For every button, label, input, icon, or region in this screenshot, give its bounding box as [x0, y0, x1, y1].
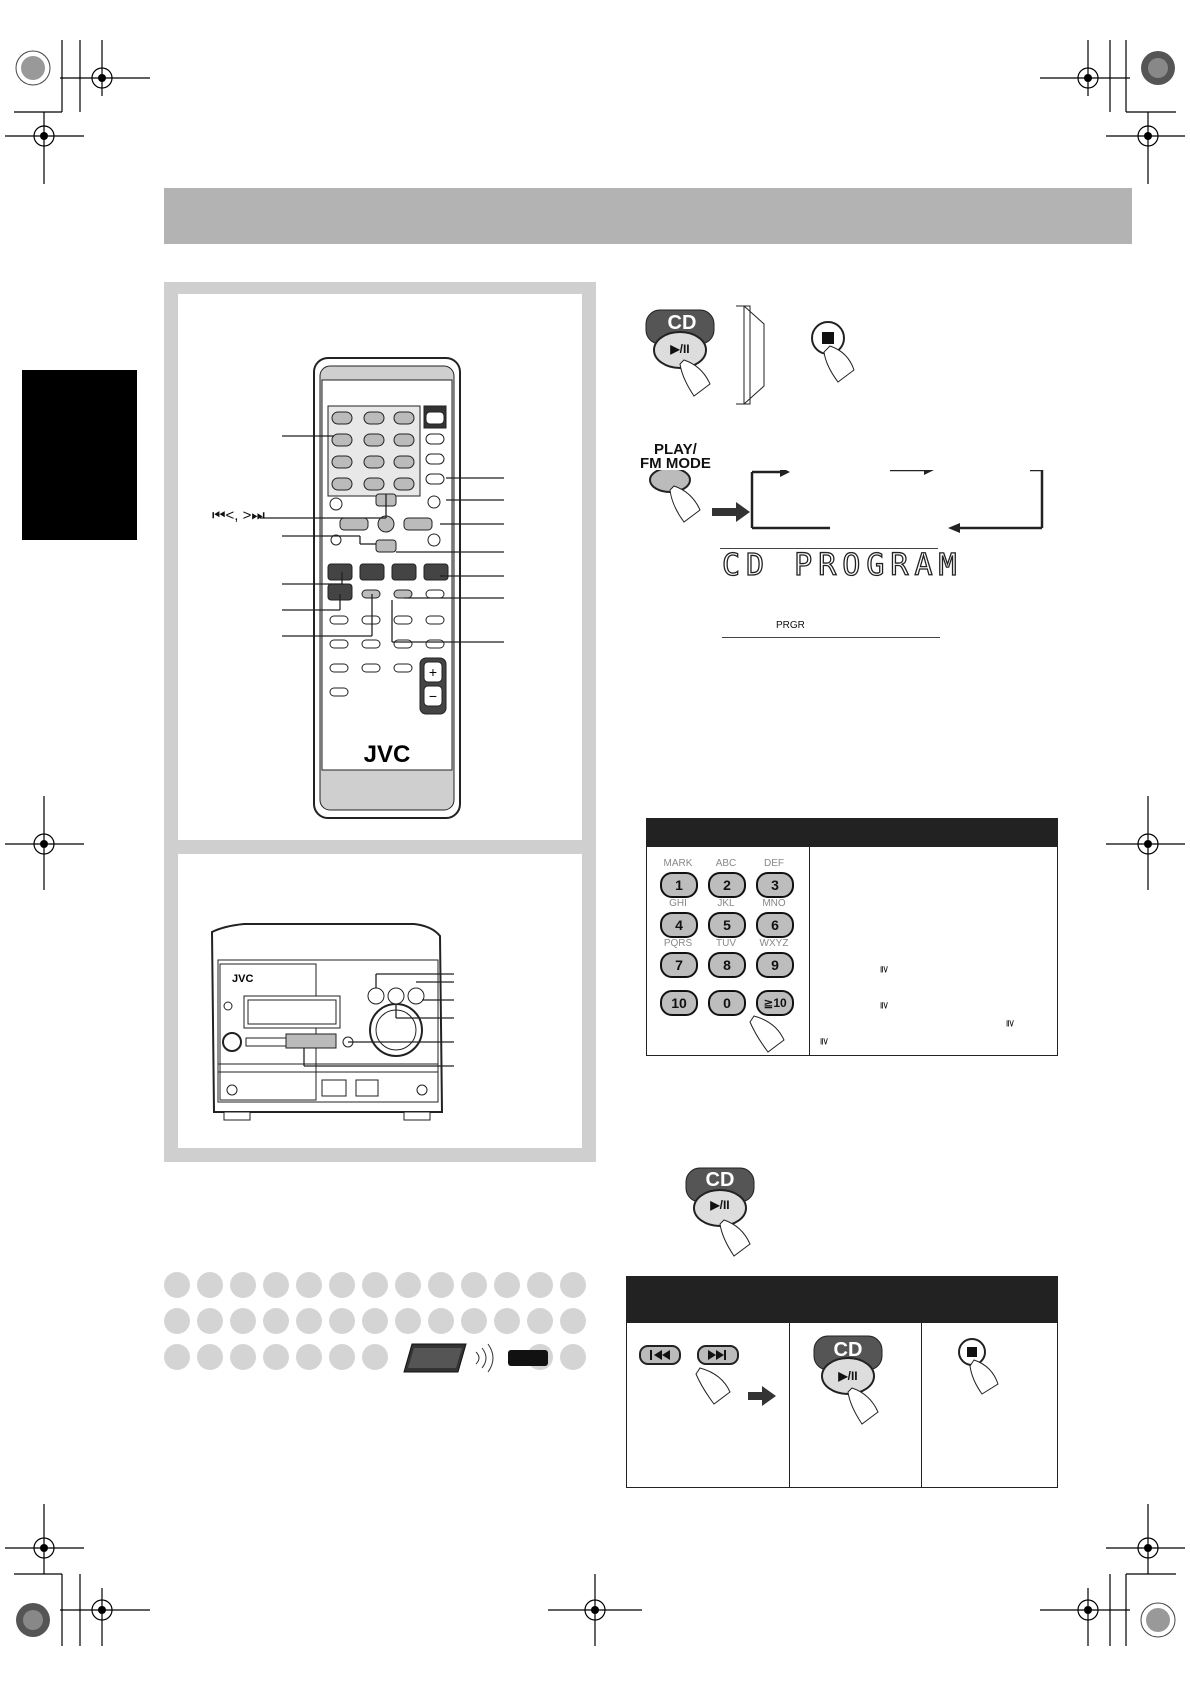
skip-keys-label: ⏮<, >⏭	[212, 507, 265, 524]
skip-buttons-illustration	[639, 1345, 776, 1406]
play-mode-cycle-diagram	[649, 470, 1044, 533]
step4-play-pause-button[interactable]: ▶/II	[710, 1198, 730, 1212]
unit-brand-logo: JVC	[232, 973, 253, 985]
step4-illustration	[685, 1167, 755, 1257]
ge-mark-4: ≧	[818, 1037, 830, 1046]
key-10[interactable]: 10	[660, 990, 698, 1016]
display-readout: CD PROGRAM	[721, 547, 963, 583]
table-play-pause-button[interactable]: ▶/II	[838, 1369, 858, 1383]
table-stop-illustration	[958, 1338, 999, 1395]
key-5[interactable]: 5	[708, 912, 746, 938]
ge-mark-2: ≧	[878, 1001, 890, 1010]
step1-cd-button[interactable]: CD	[667, 312, 697, 334]
key-2[interactable]: 2	[708, 872, 746, 898]
remote-control-illustration: + − JVC	[260, 357, 504, 819]
key-3-letters: DEF	[764, 858, 784, 869]
main-unit-illustration: JVC	[210, 923, 454, 1121]
key-0[interactable]: 0	[708, 990, 746, 1016]
key-3[interactable]: 3	[756, 872, 794, 898]
program-indicator: PRGR	[776, 620, 805, 631]
remote-brand-logo: JVC	[364, 741, 411, 768]
key-7[interactable]: 7	[660, 952, 698, 978]
key-plus-10[interactable]: ≧10	[756, 990, 794, 1016]
key-7-letters: PQRS	[663, 938, 693, 949]
key-9[interactable]: 9	[756, 952, 794, 978]
key-8[interactable]: 8	[708, 952, 746, 978]
key-1[interactable]: 1	[660, 872, 698, 898]
key-5-letters: JKL	[717, 898, 735, 909]
language-side-tab	[22, 370, 137, 540]
step1-play-pause-button[interactable]: ▶/II	[670, 342, 690, 356]
dot-grid	[164, 1272, 596, 1382]
display-top-rule	[720, 548, 938, 549]
key-1-letters: MARK	[663, 858, 693, 869]
display-bottom-rule	[722, 637, 940, 638]
keypad-press-hand	[749, 1015, 785, 1053]
play-mode-label-line1: PLAY/	[654, 441, 697, 458]
key-9-letters: WXYZ	[759, 938, 789, 949]
keypad-table-divider	[809, 847, 810, 1055]
table-cd-play-illustration	[813, 1335, 883, 1425]
section-header-bar	[164, 188, 1132, 244]
key-4-letters: GHI	[669, 898, 687, 909]
volume-plus-glyph: +	[429, 664, 437, 680]
volume-minus-glyph: −	[429, 688, 437, 704]
keypad-table	[646, 818, 1058, 1056]
keypad-table-header	[647, 819, 1057, 847]
key-8-letters: TUV	[716, 938, 736, 949]
step1-illustration	[645, 305, 855, 405]
key-2-letters: ABC	[715, 858, 737, 869]
remote-signal-icon	[403, 1343, 548, 1373]
step4-cd-button[interactable]: CD	[705, 1169, 735, 1191]
ge-mark-1: ≧	[878, 965, 890, 974]
operation-table	[626, 1276, 1058, 1488]
table-cd-button[interactable]: CD	[833, 1339, 863, 1361]
ge-mark-3: ≧	[1004, 1019, 1016, 1028]
play-mode-label-line2: FM MODE	[640, 455, 711, 472]
key-6[interactable]: 6	[756, 912, 794, 938]
operation-table-header	[627, 1277, 1057, 1323]
key-4[interactable]: 4	[660, 912, 698, 938]
key-6-letters: MNO	[762, 898, 786, 909]
